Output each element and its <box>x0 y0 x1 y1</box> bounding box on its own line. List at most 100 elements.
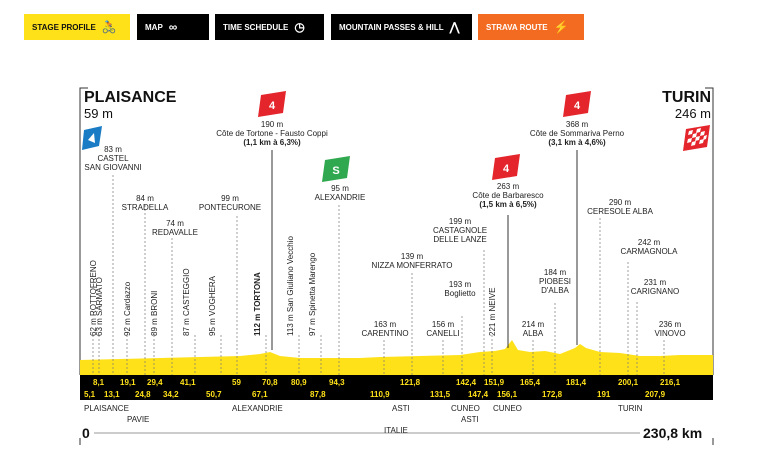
km-marker: 191 <box>597 390 611 399</box>
start-flag-icon <box>82 126 102 150</box>
km-marker: 70,8 <box>262 378 278 387</box>
start-town: PLAISANCE <box>84 89 177 106</box>
km-marker: 87,8 <box>310 390 326 399</box>
tab-strava-route[interactable]: STRAVA ROUTE ⚡ <box>478 14 584 40</box>
svg-text:4: 4 <box>269 100 276 112</box>
km-marker: 172,8 <box>542 390 563 399</box>
km-marker: 165,4 <box>520 378 541 387</box>
km-marker: 34,2 <box>163 390 179 399</box>
place-label: ASTI <box>392 404 410 413</box>
climb-flag-icon: 4 <box>492 154 520 180</box>
tab-mountain-passes[interactable]: MOUNTAIN PASSES & HILL ⋀ <box>331 14 472 40</box>
waypoint-vertical-label: 63 m SARMATO <box>95 277 104 336</box>
waypoint-vertical-label: 89 m BRONI <box>150 290 159 336</box>
km-marker: 142,4 <box>456 378 477 387</box>
tab-time-schedule[interactable]: TIME SCHEDULE ◷ <box>215 14 324 40</box>
km-marker: 24,8 <box>135 390 151 399</box>
start-altitude: 59 m <box>84 106 113 121</box>
tab-map[interactable]: MAP ∞ <box>137 14 209 40</box>
km-marker: 8,1 <box>93 378 105 387</box>
km-marker: 29,4 <box>147 378 163 387</box>
km-marker: 19,1 <box>120 378 136 387</box>
km-marker: 80,9 <box>291 378 307 387</box>
climb-lines <box>271 150 578 350</box>
distance-start: 0 <box>82 425 90 441</box>
place-label: TURIN <box>618 404 643 413</box>
km-marker: 131,5 <box>430 390 451 399</box>
svg-text:4: 4 <box>574 100 581 112</box>
waypoint-vertical-label: 113 m San Giuliano Vecchio <box>286 236 295 336</box>
km-marker: 67,1 <box>252 390 268 399</box>
waypoint-vertical-label: 87 m CASTEGGIO <box>182 268 191 336</box>
km-marker: 200,1 <box>618 378 639 387</box>
place-label: CUNEO <box>493 404 522 413</box>
svg-text:4: 4 <box>503 163 510 175</box>
km-marker: 41,1 <box>180 378 196 387</box>
waypoint-vertical-label: 92 m Cardazzo <box>123 281 132 336</box>
finish-town: TURIN <box>662 89 711 106</box>
waypoint-vertical-label: 221 m NEIVE <box>488 287 497 336</box>
mountain-icon: ⋀ <box>449 20 460 34</box>
place-label: PAVIE <box>127 415 150 424</box>
tab-time-schedule-label: TIME SCHEDULE <box>223 22 289 32</box>
strava-icon: ⚡ <box>553 20 569 34</box>
place-label: ALEXANDRIE <box>232 404 283 413</box>
tab-stage-profile[interactable]: STAGE PROFILE 🚴 <box>24 14 130 40</box>
km-marker: 59 <box>232 378 241 387</box>
leader-lines <box>92 175 665 375</box>
terrain-profile <box>80 340 713 375</box>
finish-altitude: 246 m <box>674 106 711 121</box>
tab-strava-route-label: STRAVA ROUTE <box>486 22 548 32</box>
sprint-flag-icon: S <box>322 156 350 182</box>
km-marker: 13,1 <box>104 390 120 399</box>
km-marker: 147,4 <box>468 390 489 399</box>
waypoint-vertical-label: 95 m VOGHERA <box>208 275 217 336</box>
place-label: PLAISANCE <box>84 404 129 413</box>
km-marker: 216,1 <box>660 378 681 387</box>
country-label: ITALIE <box>384 426 408 435</box>
tab-map-label: MAP <box>145 22 163 32</box>
km-marker: 151,9 <box>484 378 505 387</box>
km-marker: 156,1 <box>497 390 518 399</box>
tab-stage-profile-label: STAGE PROFILE <box>32 22 96 32</box>
climb-flag-icon: 4 <box>258 91 286 117</box>
km-marker: 50,7 <box>206 390 222 399</box>
waypoint-vertical-label: 97 m Spinetta Marengo <box>308 252 317 336</box>
km-marker: 110,9 <box>370 390 390 399</box>
cyclist-icon: 🚴 <box>101 20 117 34</box>
svg-text:S: S <box>332 165 339 177</box>
tab-mountain-passes-label: MOUNTAIN PASSES & HILL <box>339 22 444 32</box>
distance-end: 230,8 km <box>643 425 703 441</box>
km-marker: 181,4 <box>566 378 587 387</box>
place-label: CUNEO <box>451 404 480 413</box>
map-route-icon: ∞ <box>168 20 178 34</box>
finish-flag-icon <box>683 125 710 151</box>
place-label: ASTI <box>461 415 479 424</box>
km-marker: 121,8 <box>400 378 421 387</box>
waypoint-vertical-label: 112 m TORTONA <box>253 272 262 336</box>
climb-flag-icon: 4 <box>563 91 591 117</box>
km-marker: 207,9 <box>645 390 666 399</box>
km-band <box>80 375 713 400</box>
clock-icon: ◷ <box>294 20 305 34</box>
